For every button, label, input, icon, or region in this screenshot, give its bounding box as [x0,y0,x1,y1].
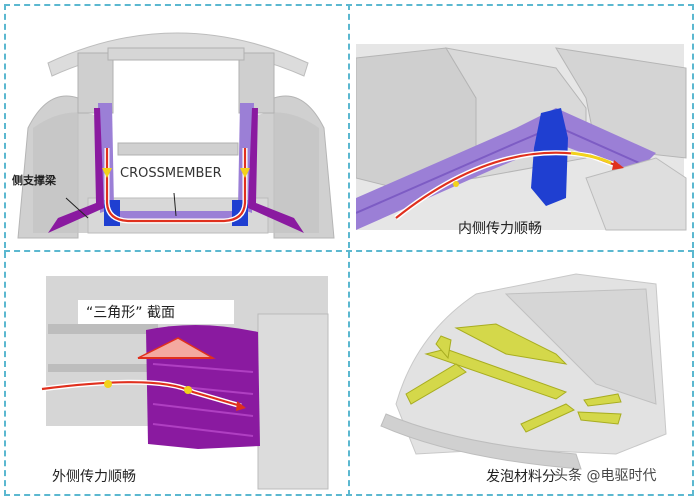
foam-material-caption: 发泡材料分 [486,469,556,485]
watermark: 头条 @电驱时代 [554,468,657,484]
outer-load-path-caption: 外侧传力顺畅 [52,469,136,485]
inner-load-path-illustration [356,44,687,231]
figure-frame [4,4,694,497]
triangle-section-label: “三角形” 截面 [78,300,234,324]
side-support-beam-label: 侧支撑梁 [12,174,56,187]
inner-load-path-caption: 内侧传力顺畅 [458,221,542,237]
divider-vertical [348,4,350,496]
crossmember-illustration [17,32,335,239]
panel-top-right: 内侧传力顺畅 [356,8,690,244]
panel-bottom-right: 发泡材料分 头条 @电驱时代 [356,254,690,492]
crossmember-label: CROSSMEMBER [120,166,222,181]
outer-load-path-illustration [41,276,329,490]
panel-top-left: 侧支撑梁 CROSSMEMBER [8,8,344,244]
foam-material-illustration [380,273,667,470]
panel-bottom-left: “三角形” 截面 外侧传力顺畅 [8,254,344,492]
